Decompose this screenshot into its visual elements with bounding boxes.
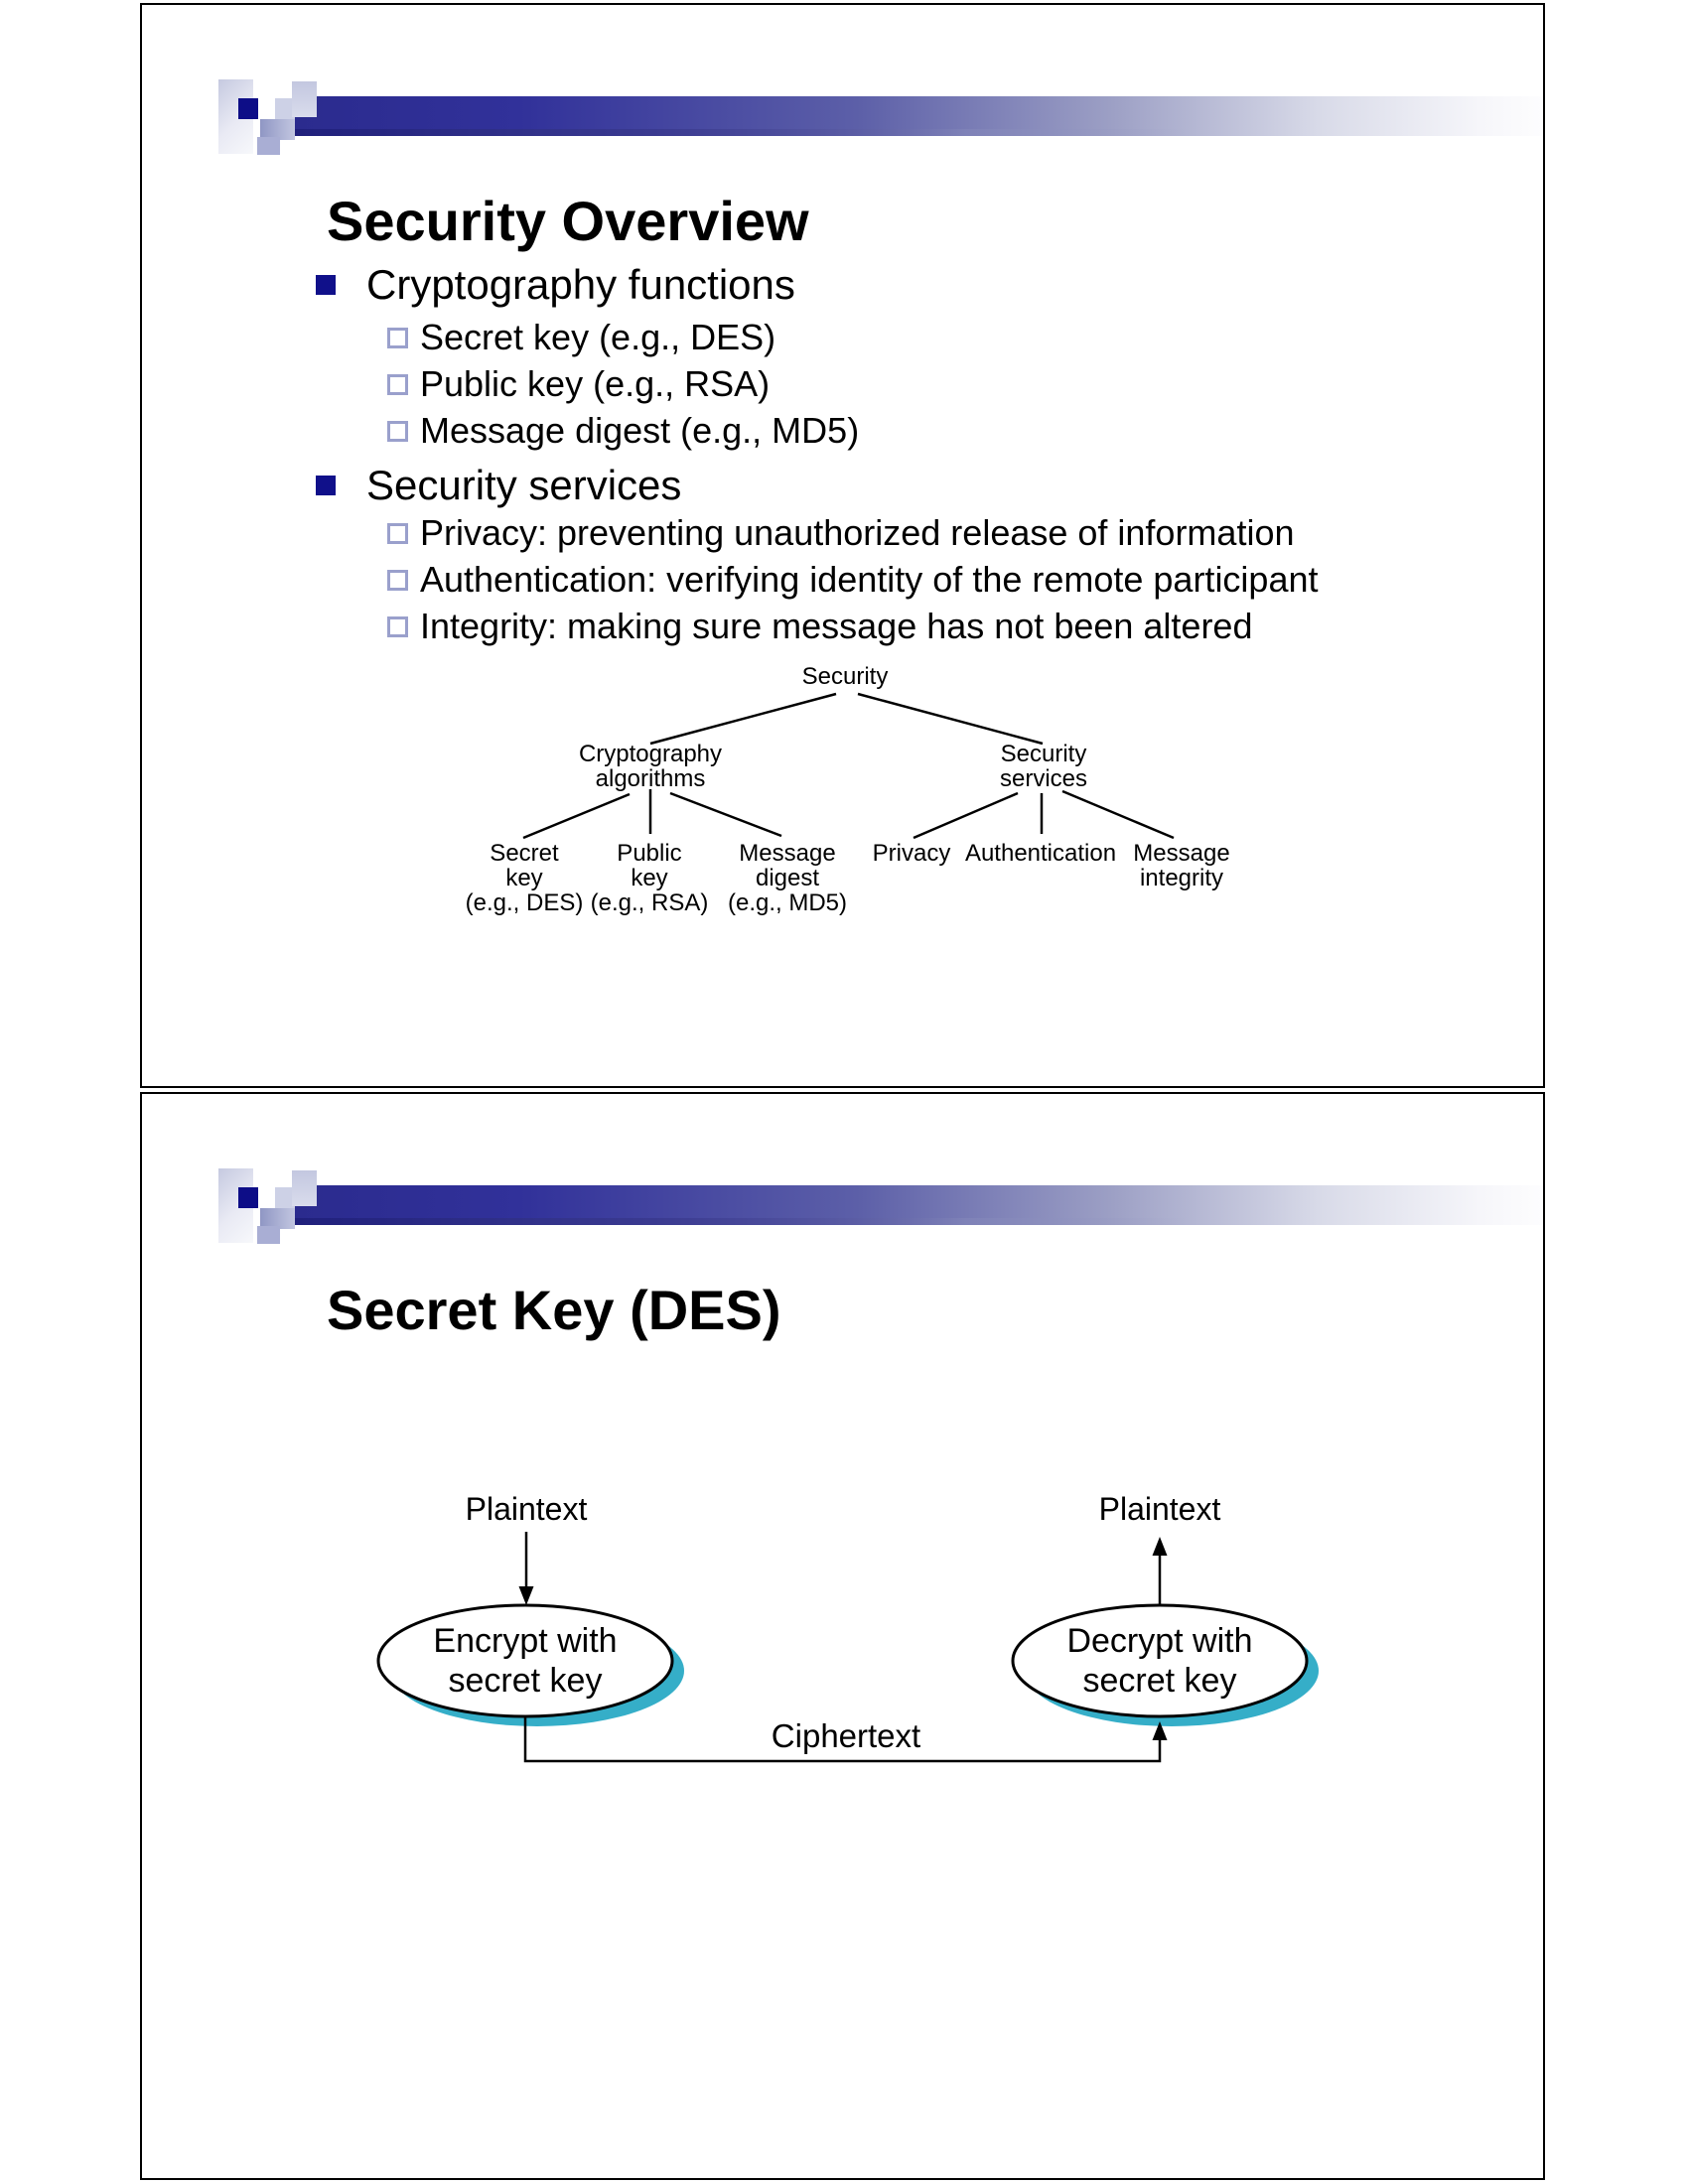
tree-node-public-key: Public key (e.g., RSA) (590, 840, 709, 916)
arrowhead-up-icon (1152, 1537, 1168, 1556)
encrypt-ellipse-label: Encrypt with secret key (433, 1622, 618, 1700)
level1-bullet-icon (316, 275, 336, 295)
level2-bullet-icon (387, 327, 408, 348)
header-decoration-navy-square (238, 98, 258, 119)
bullet-item: Message digest (e.g., MD5) (387, 408, 859, 454)
plaintext-label-right: Plaintext (1098, 1491, 1221, 1527)
header-decoration-square (260, 119, 295, 140)
tree-node-security-services: Security services (999, 741, 1088, 792)
level2-bullet-icon (387, 373, 408, 395)
header-decoration-square (257, 137, 280, 155)
des-flow-diagram (376, 1532, 1319, 1763)
tree-node-security: Security (801, 663, 889, 690)
header-decoration-square (292, 1170, 317, 1206)
bullet-item: Cryptography functions (316, 261, 795, 309)
level2-bullet-icon (387, 615, 408, 637)
slide-security-overview: Security Overview Cryptography functions… (140, 3, 1545, 1088)
header-decoration-square (275, 1187, 295, 1208)
arrowhead-up-icon (1152, 1721, 1168, 1740)
tree-node-privacy: Privacy (872, 840, 951, 867)
arrowhead-down-icon (518, 1586, 534, 1605)
level2-bullet-icon (387, 522, 408, 544)
decrypt-ellipse-label: Decrypt with secret key (1066, 1622, 1253, 1700)
bullet-item: Public key (e.g., RSA) (387, 361, 770, 407)
bullet-text: Authentication: verifying identity of th… (420, 559, 1319, 600)
bullet-text: Secret key (e.g., DES) (420, 317, 776, 357)
bullet-text: Security services (366, 462, 682, 508)
tree-node-authentication: Authentication (964, 840, 1117, 867)
plaintext-label-left: Plaintext (465, 1491, 588, 1527)
slide-secret-key-des: Secret Key (DES) Plaintext Plaintext Cip… (140, 1092, 1545, 2180)
bullet-item: Security services (316, 462, 681, 509)
ciphertext-label: Ciphertext (771, 1717, 921, 1754)
header-decoration-square (260, 1208, 295, 1229)
header-decoration-square (275, 98, 295, 119)
bullet-text: Cryptography functions (366, 261, 795, 308)
bullet-item: Secret key (e.g., DES) (387, 315, 775, 360)
bullet-text: Public key (e.g., RSA) (420, 363, 771, 404)
tree-node-secret-key: Secret key (e.g., DES) (465, 840, 584, 916)
slide1-title: Security Overview (327, 189, 809, 252)
bullet-text: Integrity: making sure message has not b… (420, 606, 1253, 646)
bullet-item: Privacy: preventing unauthorized release… (387, 510, 1295, 556)
slide2-title: Secret Key (DES) (327, 1278, 781, 1341)
level2-bullet-icon (387, 569, 408, 591)
level1-bullet-icon (316, 476, 336, 495)
header-decoration-square (292, 81, 317, 117)
tree-node-message-digest: Message digest (e.g., MD5) (727, 840, 848, 916)
tree-node-cryptography-algorithms: Cryptography algorithms (578, 741, 723, 792)
level2-bullet-icon (387, 420, 408, 442)
bullet-text: Privacy: preventing unauthorized release… (420, 512, 1295, 553)
bullet-item: Integrity: making sure message has not b… (387, 604, 1252, 649)
bullet-text: Message digest (e.g., MD5) (420, 410, 860, 451)
header-decoration-navy-square (238, 1187, 258, 1208)
bullet-item: Authentication: verifying identity of th… (387, 557, 1319, 603)
header-bar-shadow (295, 129, 1189, 136)
header-bar-shadow (295, 1218, 1189, 1225)
header-decoration-square (257, 1226, 280, 1244)
tree-node-message-integrity: Message integrity (1133, 840, 1230, 891)
